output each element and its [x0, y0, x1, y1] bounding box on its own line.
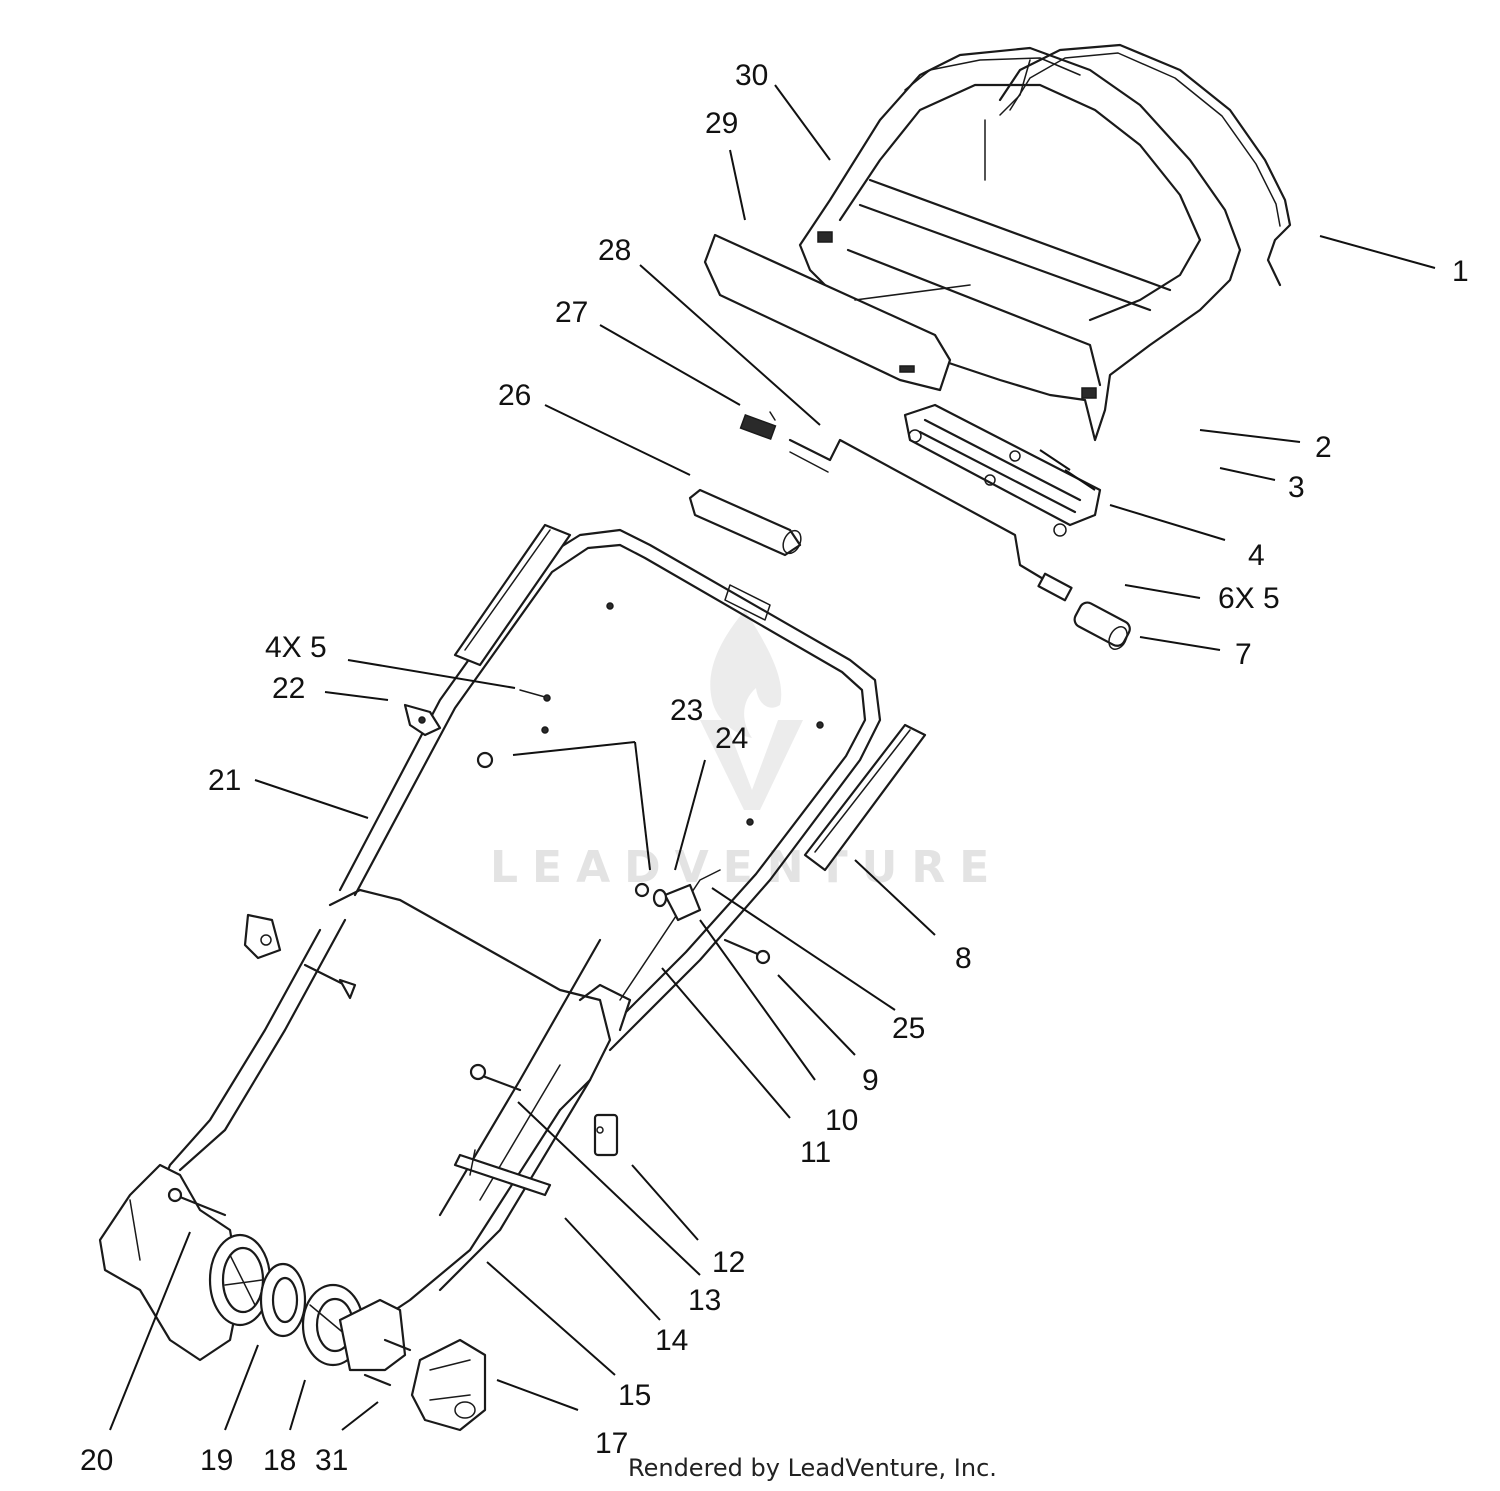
washer-24: [652, 888, 668, 908]
leader-lines: [109, 84, 1436, 1431]
callout-29: 29: [705, 107, 738, 140]
callout-17: 17: [595, 1427, 628, 1460]
callout-6x5: 6X 5: [1218, 582, 1280, 615]
callout-25: 25: [892, 1012, 925, 1045]
callout-7: 7: [1235, 638, 1252, 671]
wheel-hub-19: [208, 1233, 272, 1327]
watermark-text: LEADVENTURE: [490, 842, 1003, 893]
handle-bolt-left: [303, 963, 357, 1000]
callout-20: 20: [80, 1444, 113, 1477]
callout-8: 8: [955, 942, 972, 975]
callout-23: 23: [670, 694, 703, 727]
cable-clip: [403, 703, 442, 737]
callout-9: 9: [862, 1064, 879, 1097]
callout-11: 11: [800, 1136, 831, 1169]
render-credit: Rendered by LeadVenture, Inc.: [628, 1454, 997, 1482]
handle-head-mount-hole-right: [1081, 387, 1097, 399]
bolt-screws-4x5: [519, 602, 824, 826]
height-adjust-plate: [453, 1149, 552, 1197]
callout-14: 14: [655, 1324, 688, 1357]
control-bar-label: [899, 365, 915, 373]
callout-31: 31: [315, 1444, 348, 1477]
callout-21: 21: [208, 764, 241, 797]
callout-2: 2: [1315, 431, 1332, 464]
callout-12: 12: [712, 1246, 745, 1279]
callout-10: 10: [825, 1104, 858, 1137]
watermark-v-logo: [700, 720, 803, 810]
foam-grip: [688, 488, 802, 557]
control-bar-cover: [703, 233, 971, 392]
pivot-bracket-10: [663, 883, 702, 922]
side-rail-left: [453, 523, 572, 667]
control-assembly: [903, 403, 1102, 537]
callouts: 30 29 1 28 27 26 2 3 4 6X 5 7 4X 5 22 23…: [80, 59, 1469, 1477]
callout-24: 24: [715, 722, 748, 755]
callout-15: 15: [618, 1379, 651, 1412]
callout-4: 4: [1248, 539, 1265, 572]
callout-22: 22: [272, 672, 305, 705]
callout-3: 3: [1288, 471, 1305, 504]
spring: [739, 411, 777, 441]
watermark-flame-logo: [710, 610, 782, 738]
callout-28: 28: [598, 234, 631, 267]
callout-13: 13: [688, 1284, 721, 1317]
rod-grip: [1073, 601, 1131, 650]
bolt-9: [723, 938, 771, 965]
callout-1: 1: [1452, 255, 1469, 288]
lower-bracket-right: [338, 1298, 412, 1387]
callout-30: 30: [735, 59, 768, 92]
handle-head-mount-hole: [817, 231, 833, 243]
callout-26: 26: [498, 379, 531, 412]
callout-19: 19: [200, 1444, 233, 1477]
side-rail-right: [803, 723, 927, 872]
callout-27: 27: [555, 296, 588, 329]
nut-23: [476, 751, 650, 898]
control-bail: [998, 43, 1292, 287]
control-rod: [788, 438, 1073, 602]
callout-18: 18: [263, 1444, 296, 1477]
upper-handle-head: [798, 46, 1242, 442]
gear-ring-18: [259, 1262, 307, 1338]
wheel-cover-17: [410, 1338, 487, 1432]
knob-12: [593, 1113, 619, 1157]
carriage-bolt-13: [469, 1063, 522, 1092]
handle-knob-left: [243, 913, 282, 960]
callout-4x5: 4X 5: [265, 631, 327, 664]
watermark: LEADVENTURE: [490, 610, 1003, 893]
